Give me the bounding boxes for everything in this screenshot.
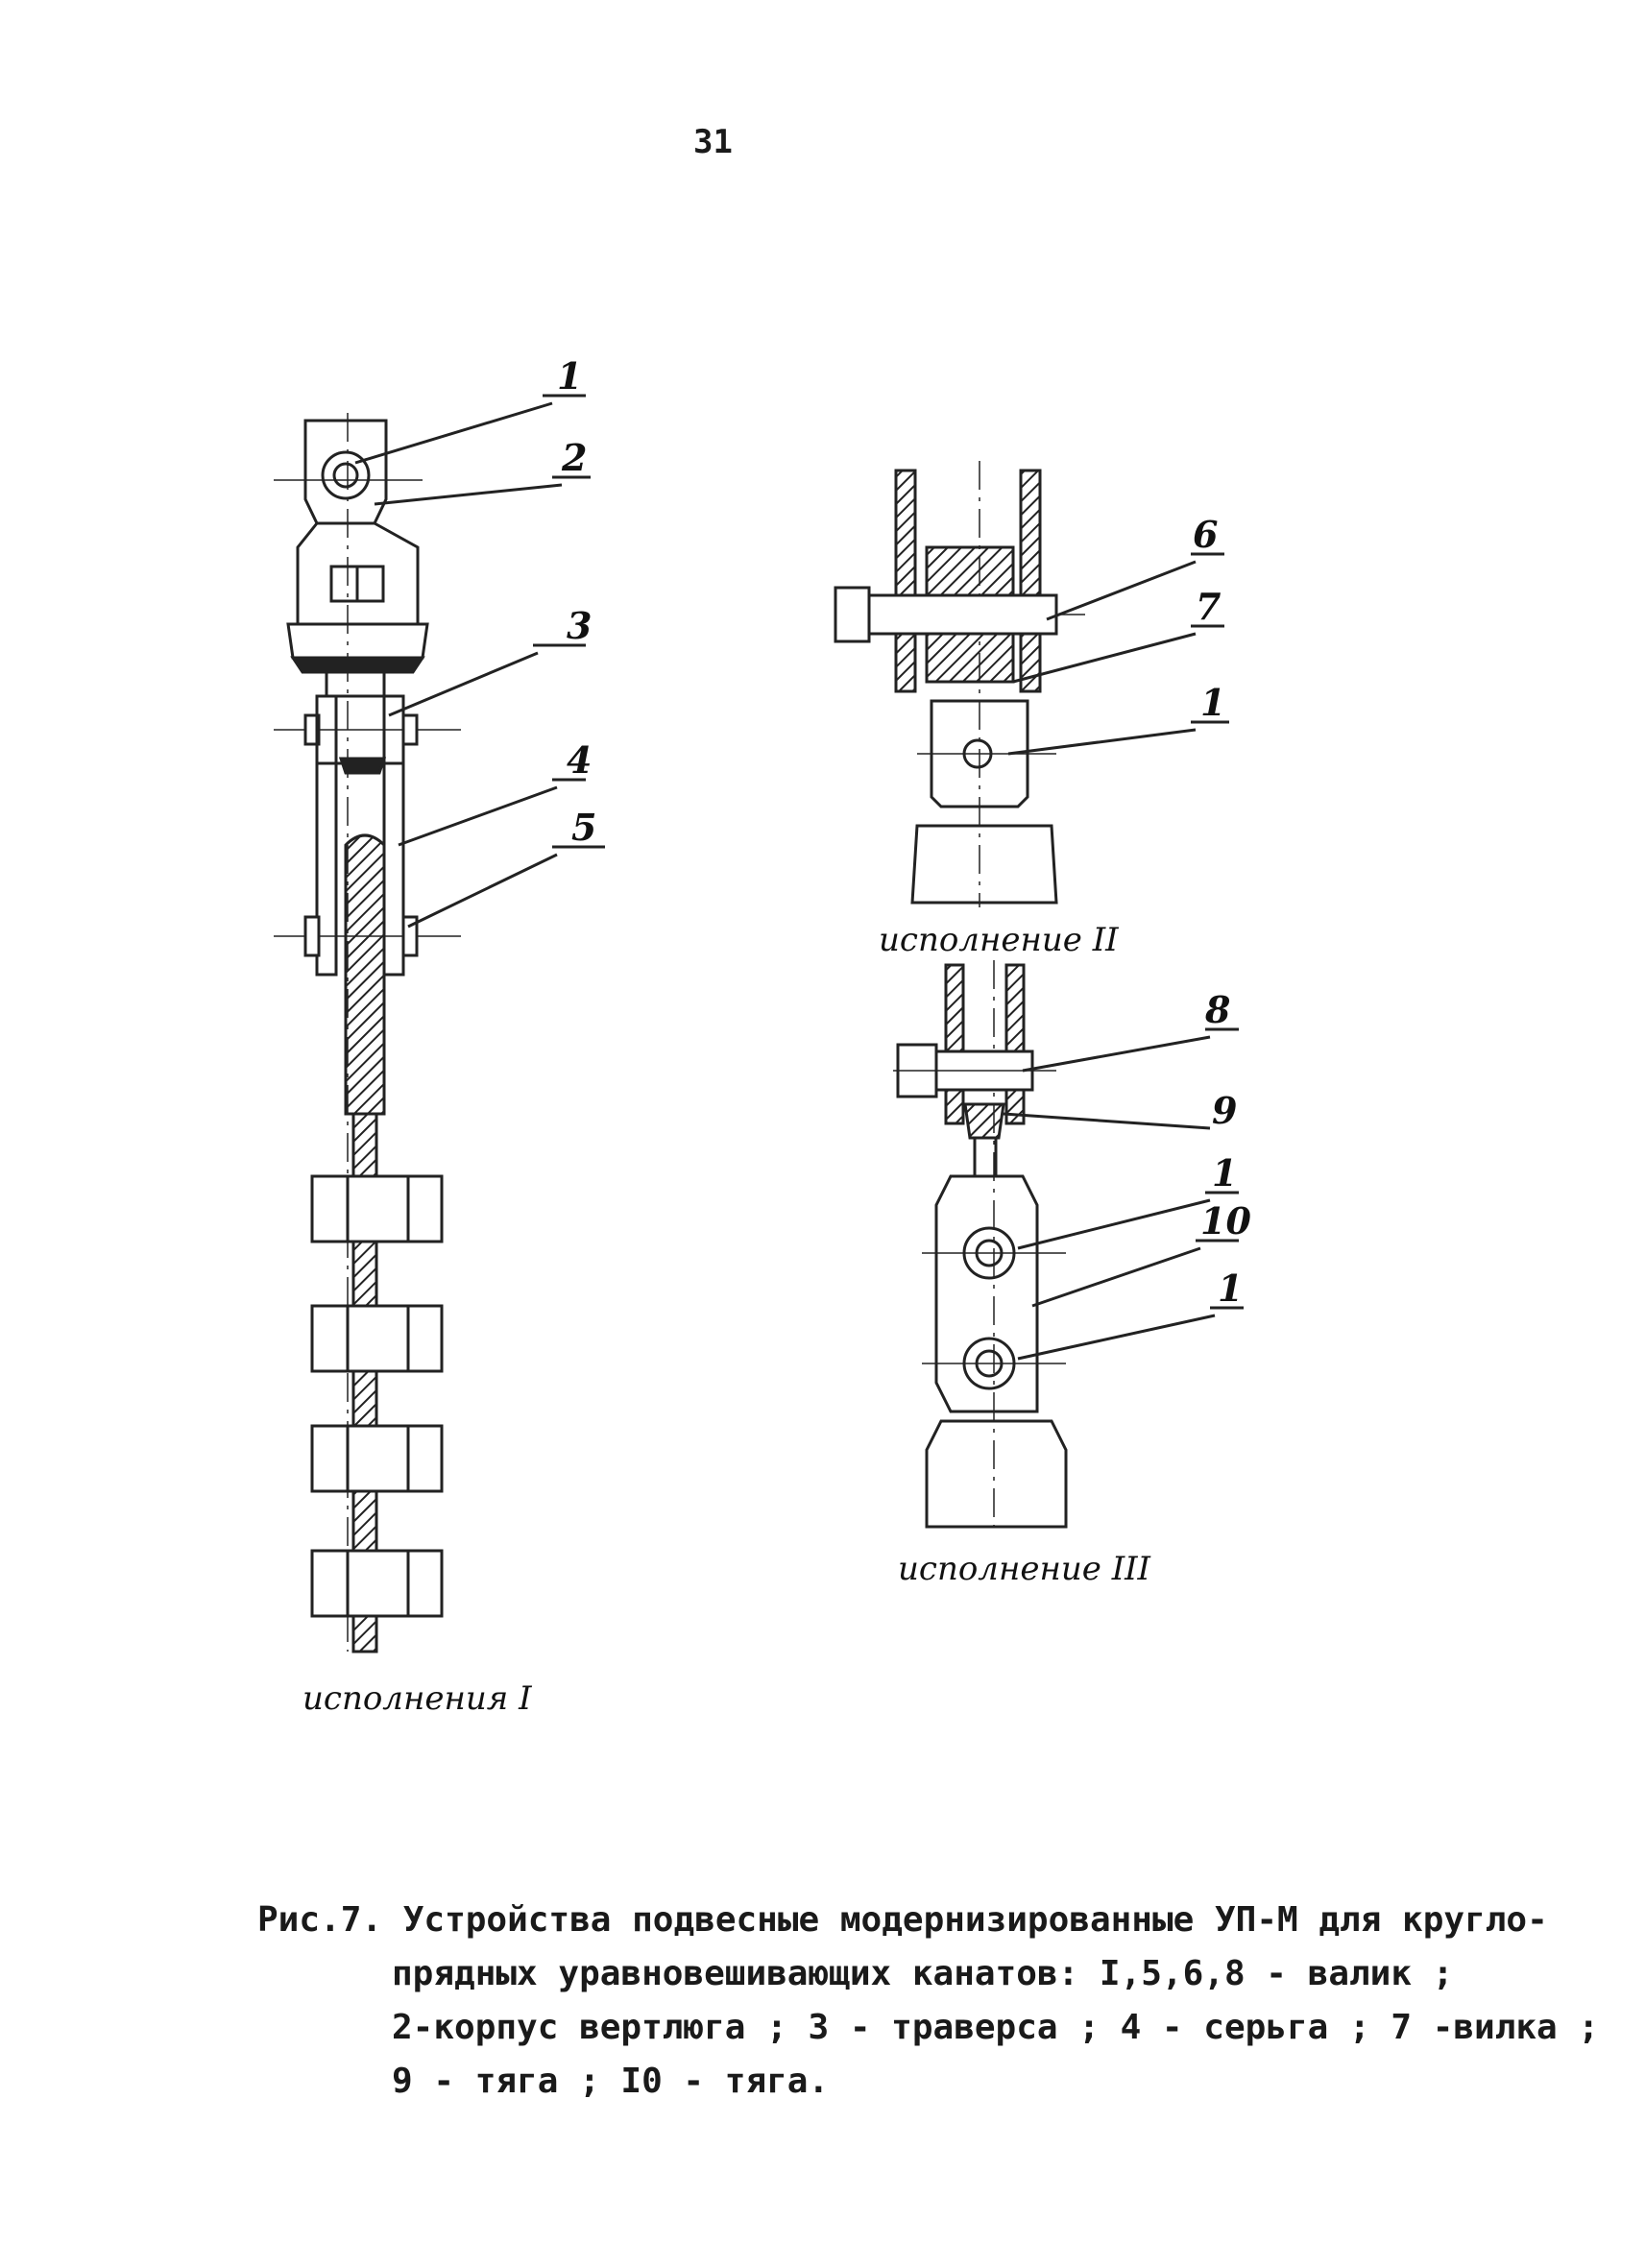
variant-1-label: исполнения I (302, 1679, 532, 1718)
caption-line-2: прядных уравновешивающих канатов: I,5,6,… (392, 1954, 1454, 1993)
variant-2-label: исполнение II (879, 921, 1119, 959)
callout-v2-1: 1 (1200, 681, 1225, 724)
callout-v1-3: 3 (567, 604, 592, 647)
callout-v1-4: 4 (567, 738, 592, 782)
callout-v3-9: 9 (1212, 1089, 1237, 1132)
page-number: 31 (693, 123, 733, 161)
callout-v3-1a: 1 (1212, 1151, 1237, 1194)
variant-1-assembly (274, 394, 605, 1653)
callout-v2-7: 7 (1196, 585, 1221, 628)
figure-caption: Рис.7. Устройства подвесные модернизиров… (257, 1894, 1600, 2109)
variant-2-assembly (834, 461, 1229, 907)
callout-v2-6: 6 (1193, 513, 1218, 556)
callout-v3-1b: 1 (1218, 1267, 1243, 1310)
callout-v1-2: 2 (561, 436, 587, 479)
caption-line-4: 9 - тяга ; I0 - тяга. (392, 2062, 830, 2101)
callout-v3-8: 8 (1204, 988, 1230, 1031)
callout-v1-5: 5 (571, 806, 596, 849)
variant-3-label: исполнение III (898, 1550, 1151, 1588)
variant-3-assembly (893, 960, 1244, 1529)
caption-line-3: 2-корпус вертлюга ; 3 - траверса ; 4 - с… (392, 2008, 1600, 2047)
caption-line-1: Рис.7. Устройства подвесные модернизиров… (257, 1900, 1548, 1940)
callout-v3-10: 10 (1200, 1199, 1251, 1243)
callout-v1-1: 1 (557, 354, 582, 398)
